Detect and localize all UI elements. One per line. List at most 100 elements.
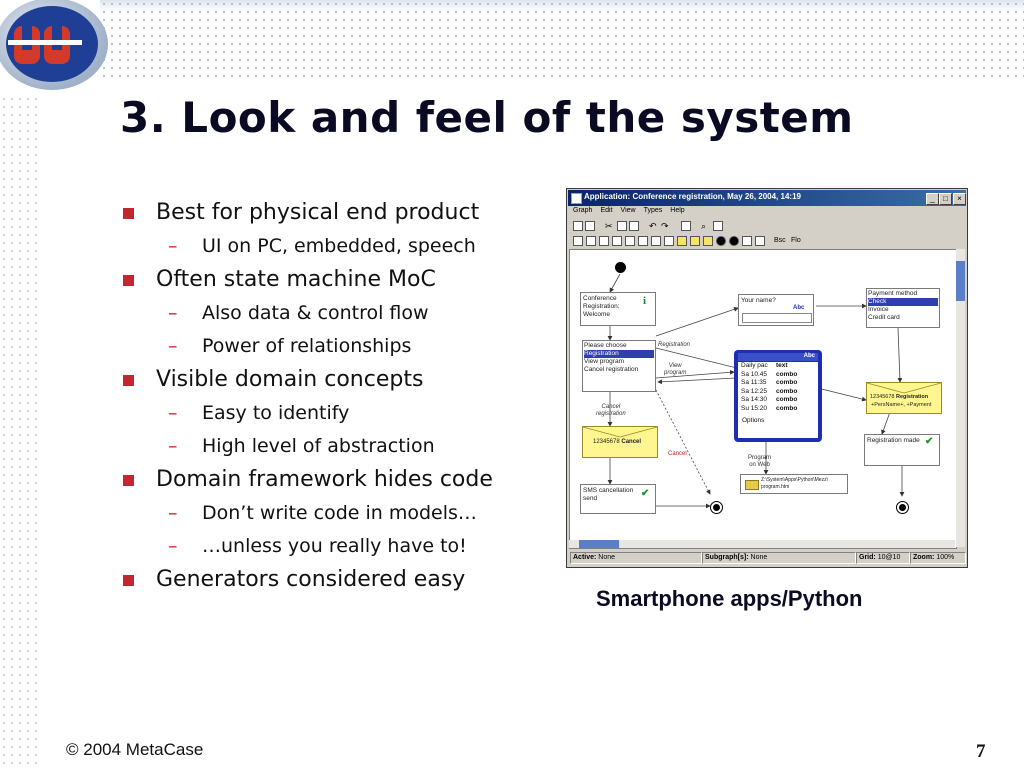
program-file-node[interactable]: Z:\System\Apps\Python\Mezz\ program.htm — [740, 474, 848, 494]
node-text: SMS cancellation — [583, 487, 634, 494]
minimize-button[interactable]: _ — [926, 193, 939, 205]
menu-item-view[interactable]: View — [620, 207, 636, 214]
paste-icon[interactable] — [629, 221, 639, 231]
program-on-web-label: Program on Web — [748, 455, 771, 469]
menu-item-types[interactable]: Types — [643, 207, 663, 214]
label-line: View — [668, 363, 682, 369]
label-line: registration — [596, 411, 626, 417]
status-bar: Active: None Subgraph[s]: None Grid: 10@… — [568, 550, 966, 565]
your-name-node[interactable]: Your name? Abc — [738, 294, 814, 326]
bullet-dash-icon: – — [168, 302, 178, 324]
type-popup-icon[interactable] — [664, 236, 674, 246]
zoom-icon[interactable]: ⌕ — [701, 221, 707, 231]
type-state-icon[interactable] — [573, 236, 583, 246]
checkmark-icon: ✔ — [641, 488, 650, 499]
bullet-text: UI on PC, embedded, speech — [202, 235, 476, 257]
type-list-icon[interactable] — [586, 236, 596, 246]
label-line: program — [664, 370, 687, 376]
menu-item-graph[interactable]: Graph — [573, 207, 593, 214]
phone-row-type: combo — [776, 370, 798, 378]
registration-sms-node[interactable]: 12345678 Registration +PersName+, +Payme… — [866, 382, 942, 414]
menu-item-help[interactable]: Help — [670, 207, 685, 214]
type-form-icon[interactable] — [599, 236, 609, 246]
phone-row-label: Sa 14:30 — [741, 396, 768, 403]
bullet-text: Domain framework hides code — [156, 467, 493, 492]
type-sms-icon[interactable] — [677, 236, 687, 246]
node-text: Your name? — [741, 297, 776, 304]
type-note-icon[interactable] — [651, 236, 661, 246]
phone-row-label: Sa 10.45 — [741, 370, 768, 378]
maximize-button[interactable]: □ — [939, 193, 952, 205]
payment-option: Invoice — [868, 306, 889, 313]
end-state — [710, 501, 723, 514]
registration-made-node[interactable]: Registration made ✔ — [864, 434, 940, 466]
open-icon[interactable] — [573, 221, 583, 231]
bullet-square-icon — [123, 475, 134, 486]
cut-icon[interactable]: ✂ — [605, 221, 613, 231]
node-title: Payment method — [868, 290, 918, 297]
type-send-icon[interactable] — [703, 236, 713, 246]
choose-option: View program — [584, 358, 624, 365]
envelope-text: 12345678 Cancel — [593, 439, 641, 445]
type-stop-icon[interactable] — [729, 236, 739, 246]
status-label: Subgraph[s]: — [705, 554, 749, 561]
toolbar-flo[interactable]: Flo — [791, 237, 801, 244]
cancel-sms-node[interactable]: 12345678 Cancel — [582, 426, 658, 458]
vertical-scrollbar[interactable] — [956, 249, 965, 547]
bullet-text: Generators considered easy — [156, 567, 466, 592]
envelope-text: 12345678 Registration — [870, 394, 928, 400]
type-start-icon[interactable] — [716, 236, 726, 246]
dotted-pattern-top — [100, 0, 1024, 78]
conference-welcome-node[interactable]: Conference Registration: Welcome i — [580, 292, 656, 326]
status-subgraph: Subgraph[s]: None — [702, 552, 856, 564]
type-web-icon[interactable] — [742, 236, 752, 246]
print-icon[interactable] — [585, 221, 595, 231]
bullet-text: Best for physical end product — [156, 200, 480, 225]
bullet-square-icon — [123, 275, 134, 286]
node-text: Conference — [583, 295, 617, 302]
screenshot-caption: Smartphone apps/Python — [596, 586, 863, 611]
redo-icon[interactable]: ↷ — [661, 221, 669, 231]
phone-row-type: text — [776, 362, 788, 369]
copy-icon[interactable] — [617, 221, 627, 231]
horizontal-scrollbar[interactable] — [569, 540, 955, 548]
undo-icon[interactable]: ↶ — [649, 221, 657, 231]
toolbar-bsc[interactable]: Bsc — [774, 237, 786, 244]
label-line: Program — [748, 455, 772, 461]
type-file-icon[interactable] — [755, 236, 765, 246]
grid-icon[interactable] — [681, 221, 691, 231]
sub-bullet-item: –Also data & control flow — [118, 297, 558, 330]
layout-icon[interactable] — [713, 221, 723, 231]
type-email-icon[interactable] — [690, 236, 700, 246]
close-button[interactable]: × — [953, 193, 966, 205]
bullet-item: Visible domain concepts — [118, 363, 558, 397]
window-titlebar[interactable]: Application: Conference registration, Ma… — [568, 190, 966, 206]
sub-bullet-item: –Don’t write code in models… — [118, 497, 558, 530]
payment-option: Check — [868, 298, 938, 306]
bullet-dash-icon: – — [168, 435, 178, 457]
bullet-text: Visible domain concepts — [156, 367, 424, 392]
menu-item-edit[interactable]: Edit — [600, 207, 613, 214]
bullet-text: Power of relationships — [202, 335, 412, 357]
type-text-icon[interactable] — [612, 236, 622, 246]
scroll-thumb[interactable] — [956, 261, 965, 301]
sub-bullet-item: –High level of abstraction — [118, 430, 558, 463]
type-query-icon[interactable] — [638, 236, 648, 246]
choose-option: Cancel registration — [584, 366, 639, 373]
status-label: Active: — [573, 554, 597, 561]
scroll-thumb[interactable] — [579, 540, 619, 548]
sms-cancellation-node[interactable]: SMS cancellation send ✔ — [580, 484, 656, 514]
status-grid: Grid: 10@10 — [856, 552, 910, 564]
label-line: Cancel — [601, 404, 621, 410]
node-title: Please choose — [584, 342, 627, 349]
status-label: Zoom: — [913, 554, 935, 561]
diagram-canvas[interactable]: Conference Registration: Welcome i Your … — [569, 249, 957, 549]
type-menu-icon[interactable] — [625, 236, 635, 246]
phone-row-label: Su 15:20 — [741, 404, 768, 412]
